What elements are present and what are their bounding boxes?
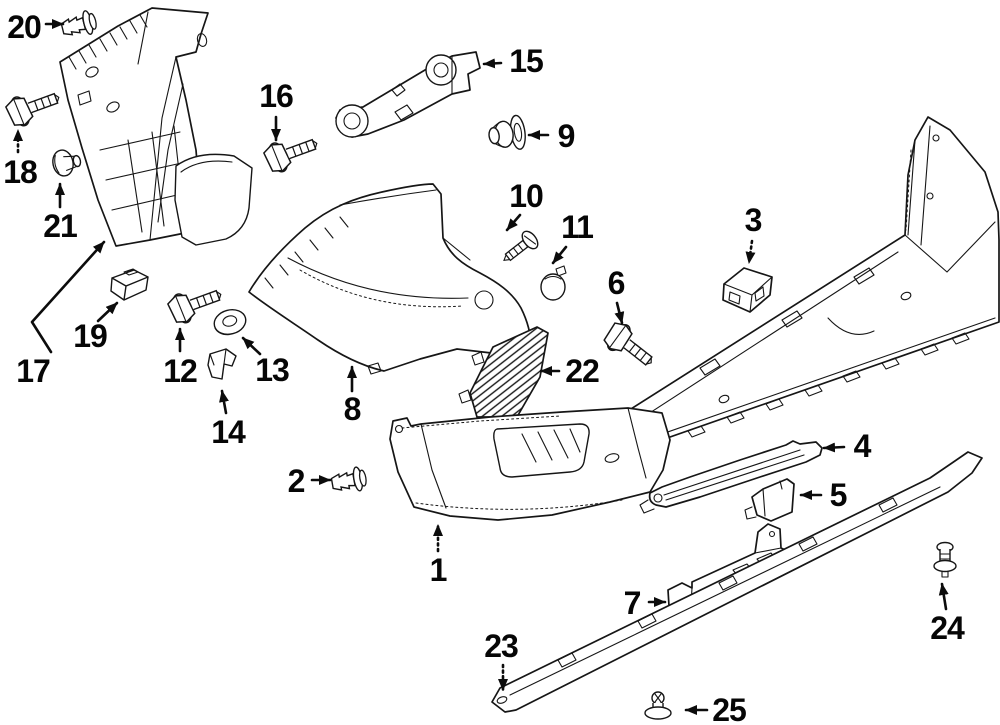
callout-11[interactable]: 11 xyxy=(551,209,594,265)
callout-19[interactable]: 19 xyxy=(73,301,119,354)
part-number-label[interactable]: 4 xyxy=(854,428,873,464)
part-number-label[interactable]: 10 xyxy=(509,178,544,214)
callout-arrow xyxy=(614,301,625,325)
callout-4[interactable]: 4 xyxy=(822,428,873,464)
part-number-label[interactable]: 23 xyxy=(484,628,519,664)
callout-8[interactable]: 8 xyxy=(344,365,362,427)
part-number-label[interactable]: 13 xyxy=(255,352,290,388)
callout-9[interactable]: 9 xyxy=(527,118,576,154)
part-number-label[interactable]: 5 xyxy=(830,477,848,513)
bumper-cover-1 xyxy=(389,407,671,521)
part-number-label[interactable]: 19 xyxy=(73,318,108,354)
part-number-label[interactable]: 8 xyxy=(344,391,362,427)
part-number-label[interactable]: 22 xyxy=(565,353,600,389)
part-number-label[interactable]: 21 xyxy=(43,208,78,244)
callout-16[interactable]: 16 xyxy=(259,78,294,142)
callout-6[interactable]: 6 xyxy=(608,265,626,325)
push-clip-24 xyxy=(933,541,957,578)
callout-1[interactable]: 1 xyxy=(430,523,448,588)
part-number-label[interactable]: 17 xyxy=(16,353,51,389)
absorber-strip-4 xyxy=(639,440,823,514)
callout-arrow xyxy=(551,245,568,265)
flange-nut-13 xyxy=(213,308,247,336)
callout-21[interactable]: 21 xyxy=(43,182,78,244)
callout-18[interactable]: 18 xyxy=(3,128,38,190)
screw-10 xyxy=(497,227,542,269)
part-number-label[interactable]: 6 xyxy=(608,265,626,301)
part-number-label[interactable]: 7 xyxy=(624,585,642,621)
lower-valance-23 xyxy=(491,451,983,713)
part-number-label[interactable]: 14 xyxy=(211,414,247,450)
part-number-label[interactable]: 24 xyxy=(930,610,966,646)
part-number-label[interactable]: 20 xyxy=(7,9,42,45)
callout-17[interactable]: 17 xyxy=(16,240,106,389)
callout-14[interactable]: 14 xyxy=(211,389,247,450)
push-pin-20 xyxy=(58,8,100,42)
callout-arrow xyxy=(96,301,119,323)
callout-25[interactable]: 25 xyxy=(684,692,747,725)
callout-arrow xyxy=(30,240,106,354)
bolt-18 xyxy=(3,82,65,131)
bolt-6 xyxy=(599,317,662,376)
part-number-label[interactable]: 16 xyxy=(259,78,294,114)
part-number-label[interactable]: 18 xyxy=(3,154,38,190)
part-number-label[interactable]: 12 xyxy=(163,353,198,389)
bumper-side-bracket-15 xyxy=(335,51,481,138)
callout-arrow xyxy=(219,389,229,415)
part-number-label[interactable]: 3 xyxy=(745,202,763,238)
callout-15[interactable]: 15 xyxy=(482,43,544,79)
screw-25 xyxy=(644,691,672,720)
push-pin-2 xyxy=(329,465,369,496)
reflector-22 xyxy=(458,326,549,418)
grommet-clip-21 xyxy=(52,149,82,177)
callout-12[interactable]: 12 xyxy=(163,327,198,389)
callout-23[interactable]: 23 xyxy=(484,628,519,692)
callout-10[interactable]: 10 xyxy=(505,178,544,232)
callout-arrow xyxy=(745,239,756,265)
part-number-label[interactable]: 9 xyxy=(558,118,576,154)
callout-arrow xyxy=(938,582,949,611)
part-number-label[interactable]: 11 xyxy=(561,209,594,245)
mount-plate-5 xyxy=(744,478,795,522)
bracket-3 xyxy=(722,267,773,313)
grommet-11 xyxy=(540,265,567,301)
push-retainer-9 xyxy=(488,114,526,150)
bolt-16 xyxy=(261,128,323,177)
callout-13[interactable]: 13 xyxy=(241,336,290,388)
quarter-trim-panel-17 xyxy=(59,7,253,247)
part-number-label[interactable]: 1 xyxy=(430,552,448,588)
impact-bar-reinforcement xyxy=(589,116,1000,459)
callout-5[interactable]: 5 xyxy=(799,477,848,513)
callout-22[interactable]: 22 xyxy=(539,353,600,389)
callout-arrow xyxy=(482,58,503,69)
callout-24[interactable]: 24 xyxy=(930,582,966,646)
callout-arrow xyxy=(822,442,846,453)
callout-arrow xyxy=(241,336,262,356)
clip-14 xyxy=(207,348,237,380)
part-number-label[interactable]: 25 xyxy=(712,692,747,725)
callout-7[interactable]: 7 xyxy=(624,585,667,621)
callout-arrow xyxy=(505,213,522,232)
part-number-label[interactable]: 2 xyxy=(288,463,306,499)
clip-nut-19 xyxy=(110,268,149,301)
callout-2[interactable]: 2 xyxy=(288,463,332,499)
callout-3[interactable]: 3 xyxy=(745,202,763,265)
callout-20[interactable]: 20 xyxy=(7,9,65,45)
part-number-label[interactable]: 15 xyxy=(509,43,544,79)
splash-shield-8 xyxy=(248,183,532,375)
